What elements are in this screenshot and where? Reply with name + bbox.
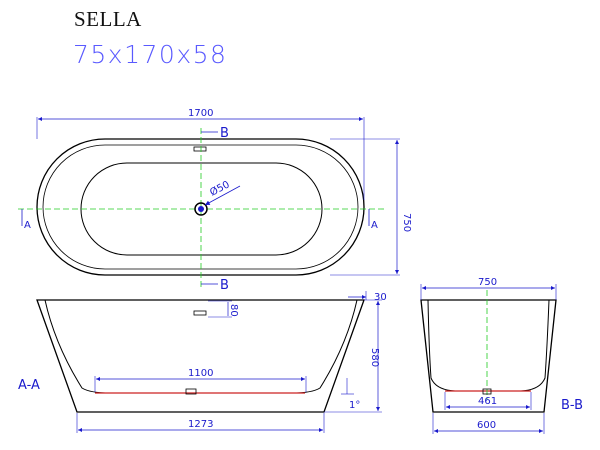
end-inner-width-label: 461 bbox=[478, 396, 497, 407]
drain-leader bbox=[204, 185, 241, 206]
rim-thickness-label: 30 bbox=[374, 292, 387, 303]
end-bottom-width-label: 600 bbox=[477, 420, 496, 431]
end-inner-wall bbox=[427, 299, 550, 392]
drain-inner bbox=[198, 206, 204, 212]
section-aa-label: A-A bbox=[18, 378, 40, 393]
product-title: SELLA bbox=[74, 7, 142, 31]
side-view-aa: 1100 1273 580 30 80 1° A-A bbox=[18, 291, 387, 433]
width-label: 750 bbox=[401, 213, 412, 232]
section-b-label-top: B bbox=[220, 126, 229, 141]
end-top-width-label: 750 bbox=[478, 277, 497, 288]
length-label: 1700 bbox=[188, 108, 213, 119]
side-overflow-slot bbox=[193, 310, 207, 316]
slope-label: 1° bbox=[349, 400, 360, 411]
drain-outer bbox=[194, 202, 208, 216]
tub-outer-outline bbox=[36, 138, 365, 276]
inner-bottom-label: 1100 bbox=[188, 368, 213, 379]
end-view-bb: 750 461 600 B-B bbox=[420, 277, 583, 434]
overflow-slot bbox=[193, 146, 207, 152]
product-dimensions: 75x170x58 bbox=[73, 40, 228, 69]
section-b-label-bottom: B bbox=[220, 278, 229, 293]
side-outer-shell bbox=[36, 299, 365, 413]
outer-bottom-label: 1273 bbox=[188, 419, 213, 430]
tub-rim-outline bbox=[42, 144, 359, 270]
section-bb-label: B-B bbox=[561, 398, 583, 413]
end-outer-shell bbox=[420, 299, 557, 413]
drain-diameter-label: Ø50 bbox=[208, 178, 232, 198]
section-a-label-left: A bbox=[24, 220, 31, 231]
end-drain bbox=[482, 388, 492, 395]
overflow-label: 80 bbox=[228, 304, 239, 317]
height-label: 580 bbox=[369, 348, 380, 367]
top-view: Ø50 1700 750 A A B B bbox=[18, 108, 412, 293]
section-a-label-right: A bbox=[371, 220, 378, 231]
side-drain bbox=[185, 388, 197, 395]
